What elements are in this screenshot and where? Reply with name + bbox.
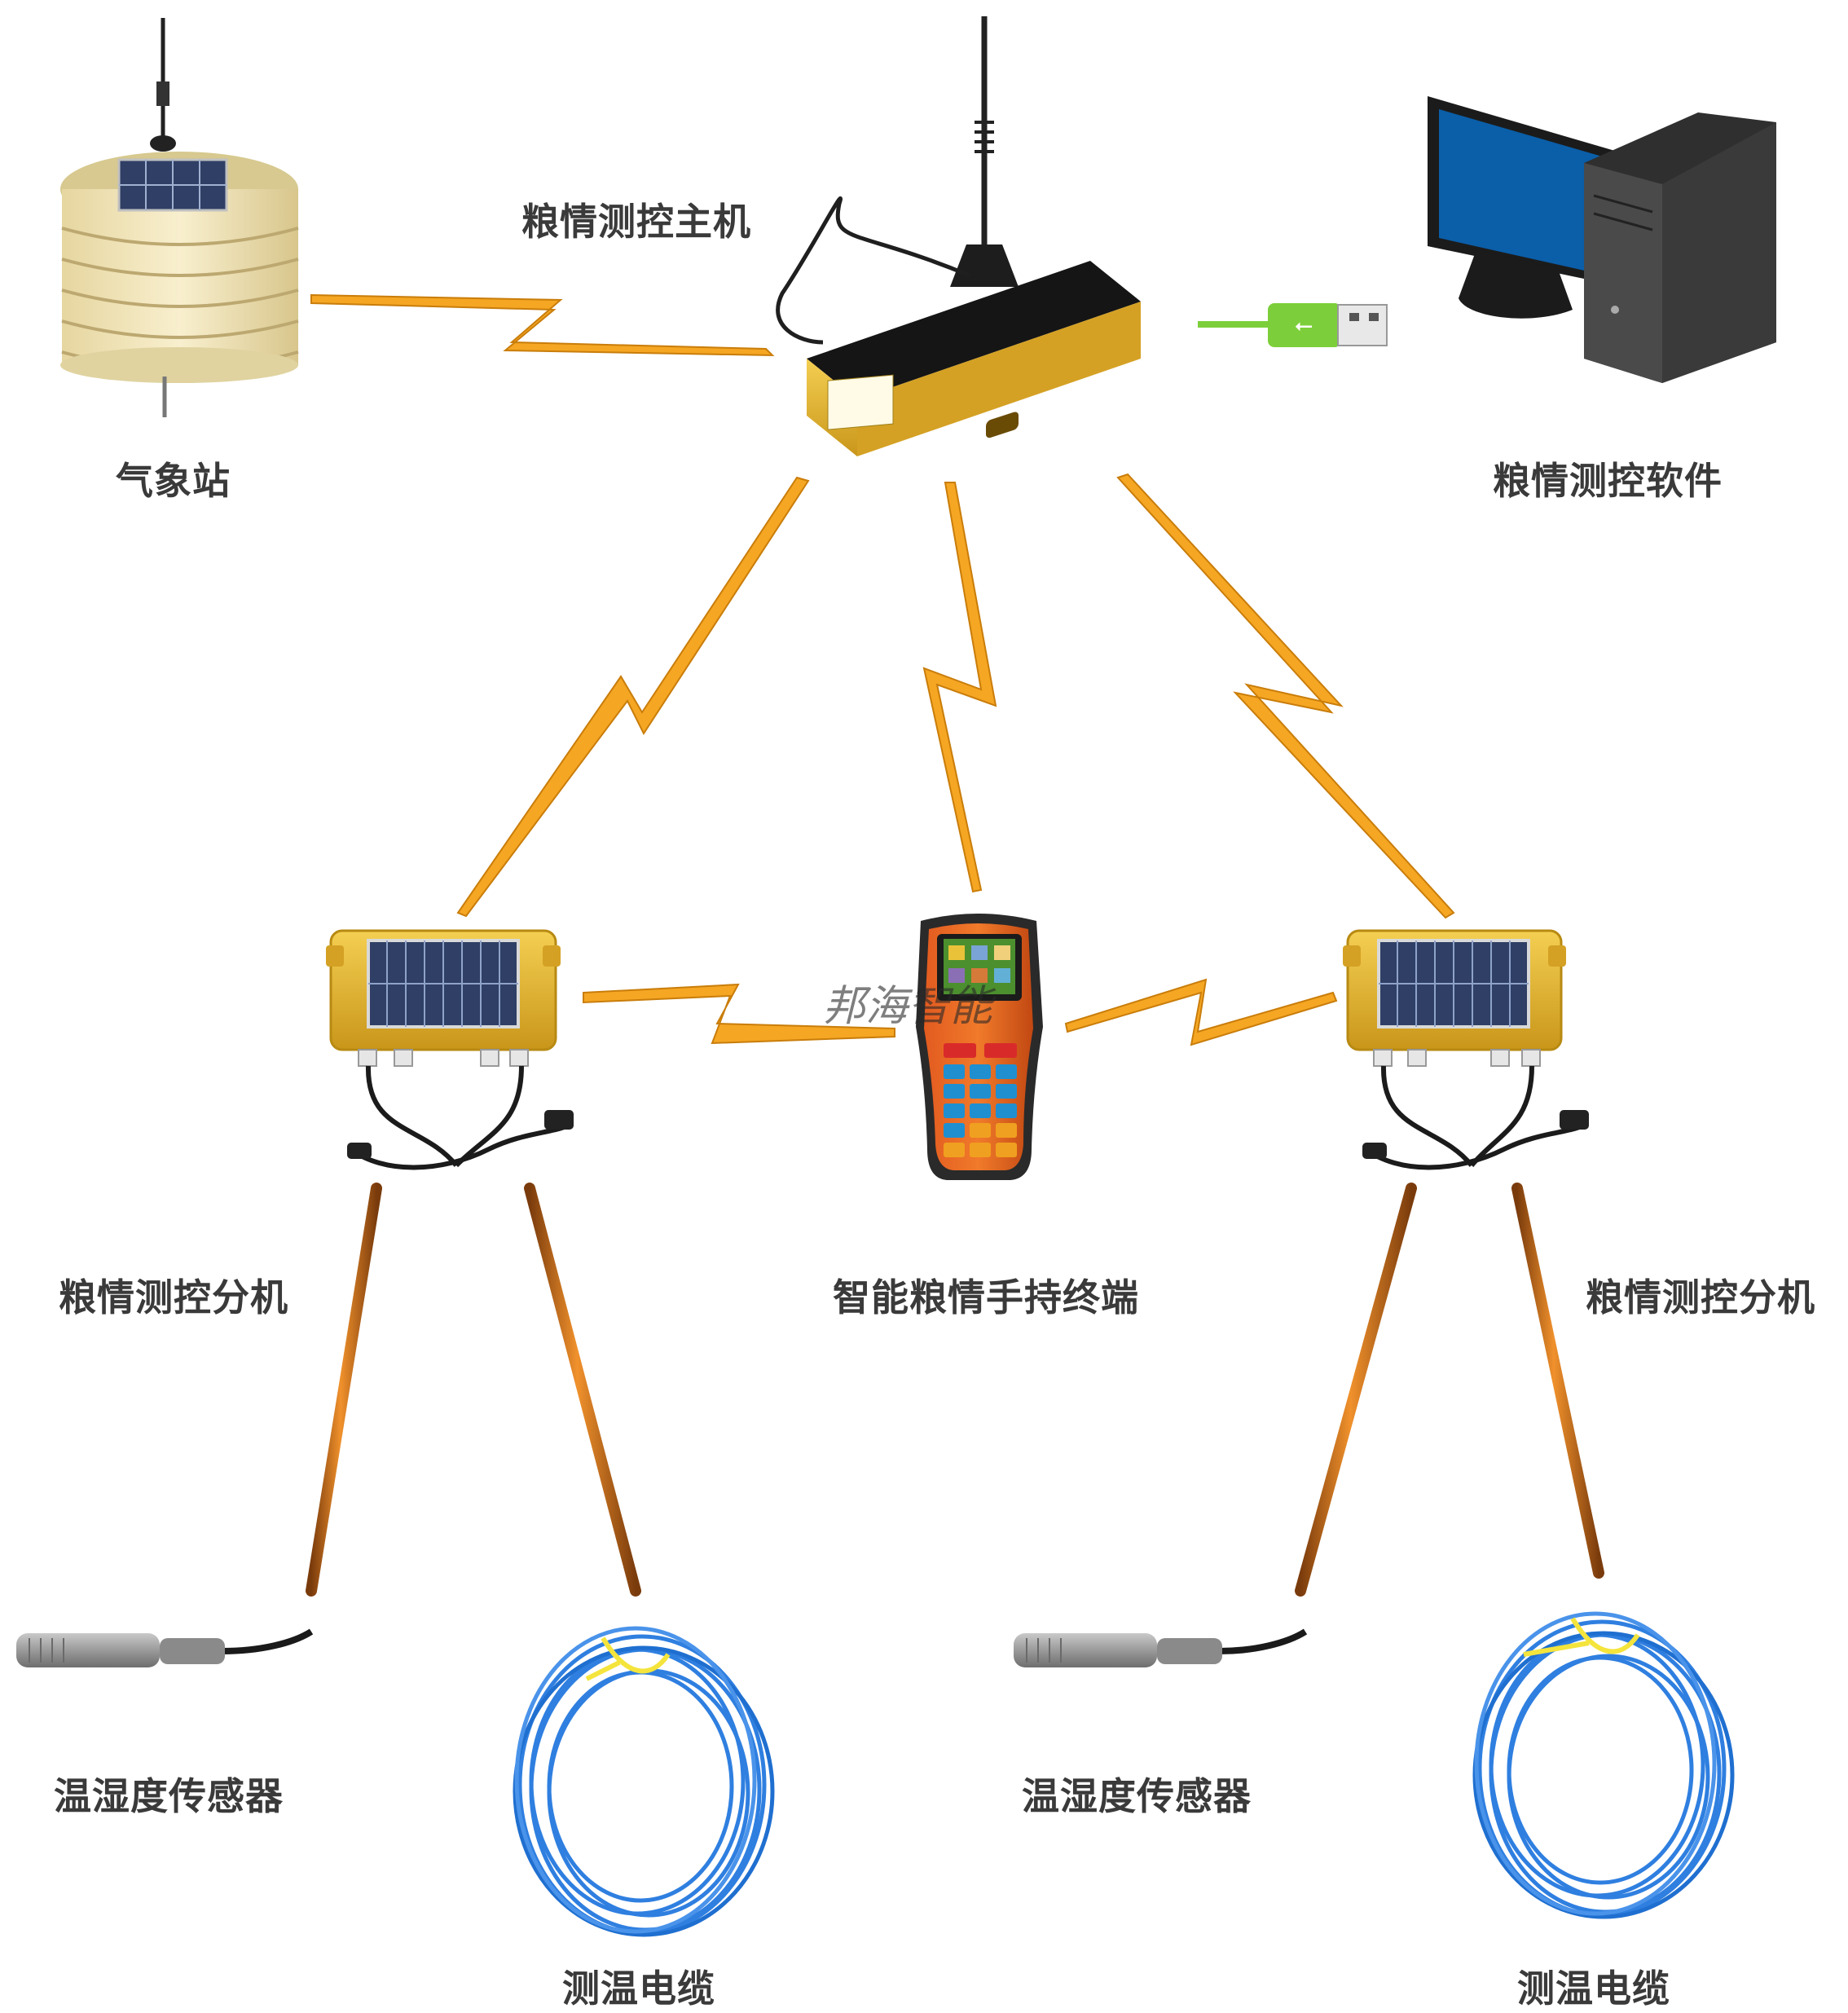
sub-host-right-label: 粮情测控分机 xyxy=(1586,1275,1815,1319)
link-host-to-sub-left xyxy=(456,476,810,918)
weather-station-label: 气象站 xyxy=(116,459,231,503)
cable-link-left-coil xyxy=(524,1183,641,1597)
cable-coil-icon-right xyxy=(1472,1611,1735,1919)
link-host-to-handheld xyxy=(922,482,997,893)
wired-cables xyxy=(306,1183,1604,1597)
th-sensor-left-label: 温湿度传感器 xyxy=(54,1774,284,1818)
main-host-label: 粮情测控主机 xyxy=(521,200,751,244)
probe-sensor-icon-left xyxy=(16,1628,314,1667)
svg-text:⭠: ⭠ xyxy=(1295,311,1313,338)
solar-logger-icon-left xyxy=(326,929,574,1170)
software-label: 粮情测控软件 xyxy=(1493,459,1723,503)
cable-left-label: 测温电缆 xyxy=(562,1967,715,2011)
handheld-terminal-icon xyxy=(916,914,1043,1180)
link-sub-left-to-handheld xyxy=(583,983,895,1045)
usb-plug-icon: ⭠ xyxy=(1198,303,1388,347)
weather-station-icon xyxy=(60,18,299,417)
sub-host-left-label: 粮情测控分机 xyxy=(59,1275,288,1319)
desktop-computer-icon xyxy=(1428,96,1776,383)
cable-link-left-sensor xyxy=(306,1183,382,1597)
handheld-label: 智能粮情手持终端 xyxy=(833,1275,1139,1319)
cable-right-label: 测温电缆 xyxy=(1517,1967,1670,2011)
cable-link-right-coil xyxy=(1511,1183,1604,1579)
watermark: 邦海智能 xyxy=(823,982,993,1031)
cable-link-right-sensor xyxy=(1295,1183,1417,1597)
probe-sensor-icon-right xyxy=(1014,1628,1308,1667)
link-weather-to-host xyxy=(310,293,775,357)
router-antenna-icon xyxy=(776,16,1141,456)
th-sensor-right-label: 温湿度传感器 xyxy=(1022,1774,1252,1818)
wireless-links xyxy=(310,293,1455,1046)
link-host-to-sub-right xyxy=(1116,473,1455,919)
cable-coil-icon-left xyxy=(513,1626,775,1937)
link-handheld-to-sub-right xyxy=(1064,978,1338,1046)
solar-logger-icon-right xyxy=(1343,929,1589,1170)
